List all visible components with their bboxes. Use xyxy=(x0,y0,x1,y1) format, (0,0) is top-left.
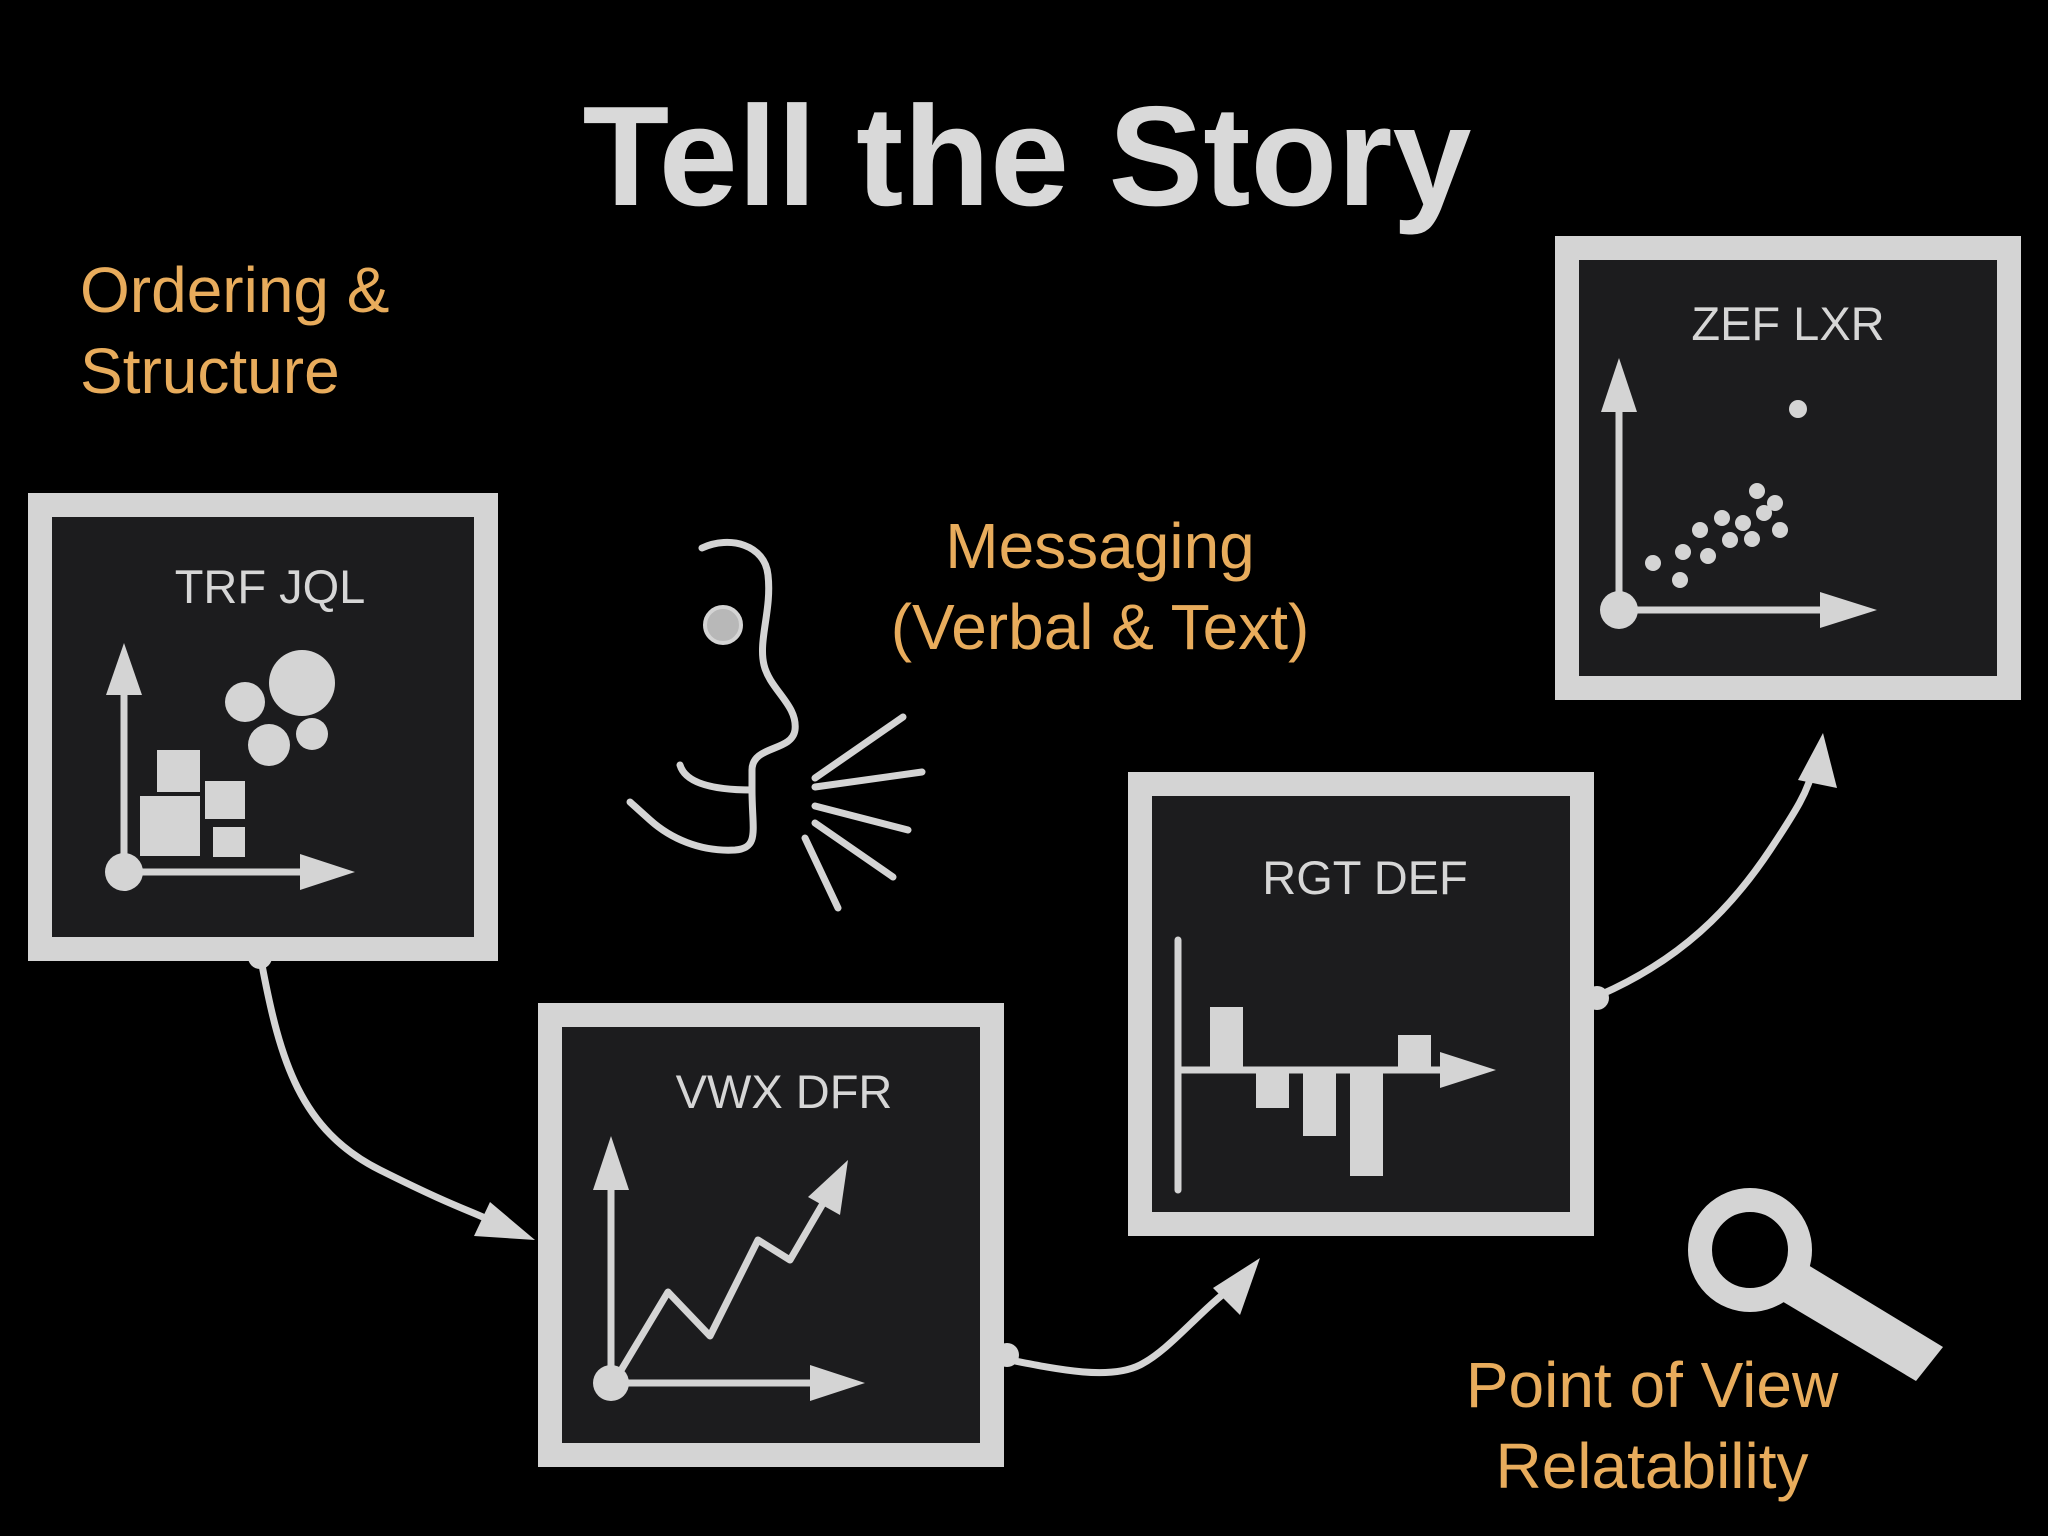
arrowhead xyxy=(474,1202,535,1240)
page-title: Tell the Story xyxy=(583,77,1472,236)
panel-title: ZEF LXR xyxy=(1691,297,1884,350)
connector-arrow-3 xyxy=(1596,771,1816,999)
point-of-view-label: Point of View Relatability xyxy=(1466,1349,1839,1502)
messaging-label-line2: (Verbal & Text) xyxy=(891,591,1310,663)
line-trend-chart-icon xyxy=(593,1136,865,1401)
arrowhead xyxy=(1213,1258,1260,1315)
connector-arrow-2 xyxy=(1006,1281,1239,1377)
arrowhead xyxy=(1798,733,1837,788)
bubble-bar-chart-icon xyxy=(105,643,355,891)
panel-trf-jql: TRF JQL xyxy=(28,493,498,961)
waterfall-bar-chart-icon xyxy=(1174,936,1496,1194)
ordering-structure-label: Ordering & Structure xyxy=(80,254,389,407)
panel-vwx-dfr: VWX DFR xyxy=(538,1003,1004,1467)
panel-frame xyxy=(1555,236,2021,700)
ordering-label-line2: Structure xyxy=(80,335,340,407)
pov-label-line2: Relatability xyxy=(1495,1430,1808,1502)
pov-label-line1: Point of View xyxy=(1466,1349,1839,1421)
magnifying-glass-icon xyxy=(1688,1188,1943,1381)
ordering-label-line1: Ordering & xyxy=(80,254,389,326)
panel-title: TRF JQL xyxy=(175,560,366,613)
panel-zef-lxr: ZEF LXR xyxy=(1555,236,2021,700)
panel-rgt-def: RGT DEF xyxy=(1128,772,1594,1236)
panel-title: VWX DFR xyxy=(676,1065,893,1118)
speaking-face-icon xyxy=(626,538,926,912)
messaging-label: Messaging (Verbal & Text) xyxy=(891,510,1310,663)
connector-arrow-1 xyxy=(258,961,504,1229)
eye xyxy=(703,605,743,645)
messaging-label-line1: Messaging xyxy=(945,510,1255,582)
panel-title: RGT DEF xyxy=(1262,851,1467,904)
scatter-plot-icon xyxy=(1600,358,1877,629)
